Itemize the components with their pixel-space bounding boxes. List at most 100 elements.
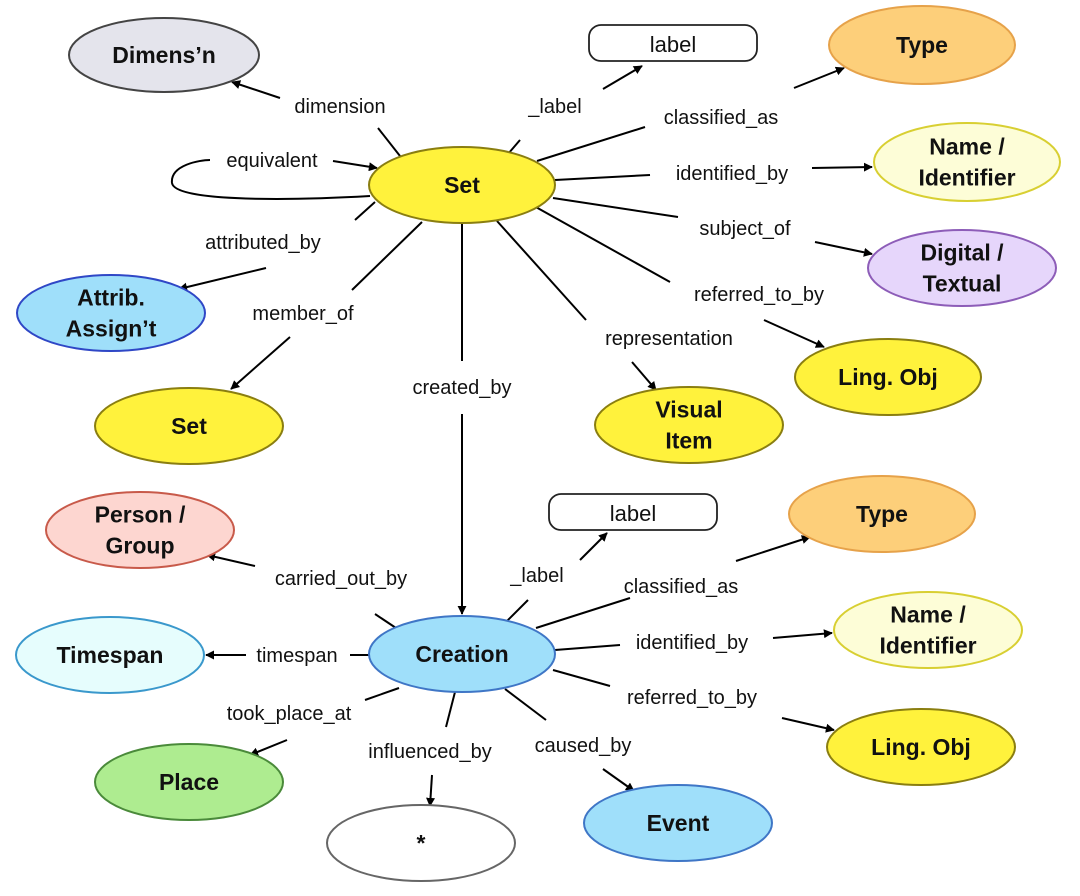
node-label: Person / [95,502,186,528]
edge-line-classified-as-top [536,126,646,162]
node-label: Place [159,769,219,795]
edge-label-identified-by-top: identified_by [676,163,788,185]
edge-arrow-equivalent [332,160,378,172]
node-attrib-assignt: Attrib.Assign’t [16,274,206,352]
edge-arrow-caused-by [602,768,635,792]
edge-line-influenced-by [445,691,456,728]
edge-label-member-of: member_of [252,303,354,325]
node-name-identifier-top: Name /Identifier [873,122,1061,202]
edge-line-carried-out-by [374,613,397,629]
edge-line-identified-by-bottom [554,644,621,651]
node-label-bottom: label [548,493,718,531]
node-person-group: Person / Group [45,491,235,569]
edge-line-member-of [351,221,423,291]
edge-line-took-place-at [364,687,400,701]
node-label-top: label [588,24,758,62]
edge-arrow-label-bottom [579,532,608,561]
node-shape [94,387,284,465]
node-shape [45,491,235,569]
edge-arrow-dimension [231,80,281,99]
edge-label-created-by: created_by [413,377,512,399]
node-label: Item [665,428,712,454]
node-name-identifier-bottom: Name / Identifier [833,591,1023,669]
node-label: Textual [923,271,1002,297]
node-label: Group [106,533,175,559]
edge-label-classified-as-top: classified_as [664,107,779,129]
edge-arrow-subject-of [814,241,873,257]
node-shape [794,338,982,416]
node-shape [368,146,556,224]
node-label: Set [444,172,480,198]
node-label: label [610,501,656,526]
edge-line-referred-to-by-bottom [552,669,611,687]
edge-arrow-representation [631,361,657,391]
edge-arrow-referred-to-by-top [763,319,825,348]
edge-line-referred-to-by-top [533,205,671,283]
edges-layer [170,65,873,807]
node-shape [594,386,784,464]
node-shape [788,475,976,553]
node-shape [368,615,556,693]
node-label: Set [171,413,207,439]
node-shape [833,591,1023,669]
node-shape [867,229,1057,307]
edge-line-attributed-by [354,201,376,221]
edge-line-subject-of [552,197,679,218]
node-label: Assign’t [66,316,157,342]
edge-label-label-top: _label [527,96,581,118]
node-label: Timespan [57,642,164,668]
node-label: * [417,830,426,856]
edge-line-identified-by-top [554,174,651,181]
edge-label-subject-of: subject_of [699,218,791,240]
node-type-top: Type [828,5,1016,85]
node-ling-obj-top: Ling. Obj [794,338,982,416]
node-label: Visual [655,397,722,423]
node-shape [68,17,260,93]
node-label: Name / [890,602,966,628]
edge-label-caused-by: caused_by [535,735,632,757]
node-label: Identifier [918,165,1015,191]
edge-arrow-carried-out-by [206,552,256,567]
node-shape [16,274,206,352]
edge-label-dimension: dimension [294,96,385,118]
node-ling-obj-bottom: Ling. Obj [826,708,1016,786]
edge-line-caused-by [504,688,547,721]
edge-arrow-label-top [602,65,643,90]
node-star: * [326,804,516,882]
node-timespan: Timespan [15,616,205,694]
edge-label-carried-out-by: carried_out_by [275,568,407,590]
node-label: Type [856,501,908,527]
edge-label-took-place-at: took_place_at [227,703,352,725]
edge-label-referred-to-by-top: referred_to_by [694,284,824,306]
node-label: Digital / [920,240,1004,266]
node-shape [583,784,773,862]
edge-line-label-bottom [505,599,529,623]
node-label: label [650,32,696,57]
node-shape [828,5,1016,85]
node-label: Creation [415,641,508,667]
edge-line-representation [496,220,587,321]
node-place: Place [94,743,284,821]
edge-arrow-identified-by-top [811,162,873,172]
node-digital-textual: Digital / Textual [867,229,1057,307]
edge-arrow-classified-as-bottom [735,535,811,562]
edge-label-timespan: timespan [256,645,337,667]
edge-label-influenced-by: influenced_by [368,741,491,763]
edge-label-attributed-by: attributed_by [205,232,321,254]
node-label: Identifier [879,633,976,659]
node-label: Dimens’n [112,42,216,68]
node-label: Type [896,32,948,58]
edge-arrow-took-place-at [249,739,288,757]
node-label: Ling. Obj [871,734,971,760]
edge-arrow-referred-to-by-bottom [781,717,835,733]
edge-label-label-bottom: _label [509,565,563,587]
edge-arrow-classified-as-top [793,66,845,89]
node-shape [826,708,1016,786]
edge-line-dimension [377,127,401,157]
node-shape [326,804,516,882]
edge-label-classified-as-bottom: classified_as [624,576,739,598]
node-set-member: Set [94,387,284,465]
